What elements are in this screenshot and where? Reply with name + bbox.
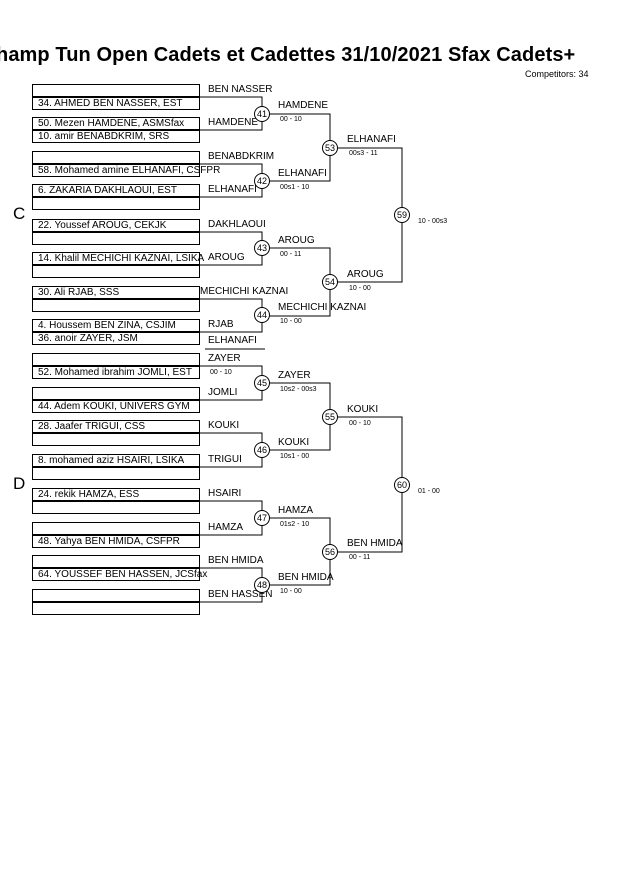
entry-cell: 22. Youssef AROUG, CEKJK — [32, 219, 200, 232]
page-title: hamp Tun Open Cadets et Cadettes 31/10/2… — [0, 44, 576, 66]
entry-cell — [32, 433, 200, 446]
r1-label: JOMLI — [208, 387, 238, 398]
r1-label: BENABDKRIM — [208, 151, 275, 162]
entry-cell — [32, 501, 200, 514]
match-42-circle: 42 — [254, 173, 270, 189]
r1-label: KOUKI — [208, 420, 240, 431]
match-55-circle: 55 — [322, 409, 338, 425]
r1-label: DAKHLAOUI — [208, 219, 266, 230]
entry-cell — [32, 151, 200, 164]
entry-cell: 8. mohamed aziz HSAIRI, LSIKA — [32, 454, 200, 467]
match-56-winner: BEN HMIDA — [347, 538, 403, 549]
match-45-circle: 45 — [254, 375, 270, 391]
entry-cell — [32, 232, 200, 245]
entry-cell: 14. Khalil MECHICHI KAZNAI, LSIKA — [32, 252, 204, 265]
r1-label: ELHANAFI — [208, 335, 257, 346]
entry-cell: 34. AHMED BEN NASSER, EST — [32, 97, 200, 110]
r1-label: HAMDENE — [208, 117, 259, 128]
r1-label: AROUG — [208, 252, 245, 263]
entry-cell — [32, 387, 200, 400]
r1-label: MECHICHI KAZNAI — [200, 286, 289, 297]
r1-score: 00 - 10 — [210, 369, 232, 376]
entry-cell — [32, 299, 200, 312]
match-46-winner: KOUKI — [278, 437, 310, 448]
match-46-circle: 46 — [254, 442, 270, 458]
entry-cell — [32, 522, 200, 535]
match-59-score: 10 - 00s3 — [418, 218, 448, 225]
entry-cell: 4. Houssem BEN ZINA, CSJIM — [32, 319, 200, 332]
match-47-circle: 47 — [254, 510, 270, 526]
match-54-circle: 54 — [322, 274, 338, 290]
r1-label: ZAYER — [208, 353, 241, 364]
entry-cell — [32, 555, 200, 568]
match-43-circle: 43 — [254, 240, 270, 256]
competitors-count: Competitors: 34 — [525, 69, 589, 79]
r1-label: HAMZA — [208, 522, 243, 533]
match-48-winner: BEN HMIDA — [278, 572, 334, 583]
match-42-winner: ELHANAFI — [278, 168, 327, 179]
pool-c-label: C — [13, 204, 26, 223]
entry-cell — [32, 84, 200, 97]
entry-cell: 44. Adem KOUKI, UNIVERS GYM — [32, 400, 200, 413]
pool-d-label: D — [13, 474, 26, 493]
match-48-circle: 48 — [254, 577, 270, 593]
match-43-score: 00 - 11 — [280, 251, 302, 258]
match-44-score: 10 - 00 — [280, 318, 302, 325]
match-54-score: 10 - 00 — [349, 285, 371, 292]
match-41-score: 00 - 10 — [280, 116, 302, 123]
match-45-winner: ZAYER — [278, 370, 311, 381]
entry-cell — [32, 602, 200, 615]
match-41-winner: HAMDENE — [278, 100, 329, 111]
match-47-winner: HAMZA — [278, 505, 313, 516]
match-60-circle: 60 — [394, 477, 410, 493]
match-56-score: 00 - 11 — [349, 554, 371, 561]
match-44-circle: 44 — [254, 307, 270, 323]
entry-cell: 36. anoir ZAYER, JSM — [32, 332, 200, 345]
entry-cell: 28. Jaafer TRIGUI, CSS — [32, 420, 200, 433]
entry-cell — [32, 353, 200, 366]
r1-label: BEN NASSER — [208, 84, 273, 95]
match-55-score: 00 - 10 — [349, 420, 371, 427]
match-43-winner: AROUG — [278, 235, 315, 246]
entry-cell: 64. YOUSSEF BEN HASSEN, JCSfax — [32, 568, 207, 581]
r1-label: HSAIRI — [208, 488, 242, 499]
match-53-circle: 53 — [322, 140, 338, 156]
match-59-circle: 59 — [394, 207, 410, 223]
r1-label: BEN HASSEN — [208, 589, 273, 600]
entry-cell: 50. Mezen HAMDENE, ASMSfax — [32, 117, 200, 130]
entry-cell: 24. rekik HAMZA, ESS — [32, 488, 200, 501]
match-46-score: 10s1 - 00 — [280, 453, 310, 460]
match-55-winner: KOUKI — [347, 404, 379, 415]
entry-cell: 10. amir BENABDKRIM, SRS — [32, 130, 200, 143]
match-41-circle: 41 — [254, 106, 270, 122]
match-60-score: 01 - 00 — [418, 488, 440, 495]
match-56-circle: 56 — [322, 544, 338, 560]
r1-label: ELHANAFI — [208, 184, 257, 195]
entry-cell: 30. Ali RJAB, SSS — [32, 286, 200, 299]
entry-cell: 6. ZAKARIA DAKHLAOUI, EST — [32, 184, 200, 197]
match-45-score: 10s2 - 00s3 — [280, 386, 317, 393]
entry-cell — [32, 265, 200, 278]
match-54-winner: AROUG — [347, 269, 384, 280]
entry-cell: 48. Yahya BEN HMIDA, CSFPR — [32, 535, 200, 548]
match-44-winner: MECHICHI KAZNAI — [278, 302, 367, 313]
match-47-score: 01s2 - 10 — [280, 521, 310, 528]
entry-cell — [32, 467, 200, 480]
entry-cell: 58. Mohamed amine ELHANAFI, CSFPR — [32, 164, 220, 177]
match-48-score: 10 - 00 — [280, 588, 302, 595]
entry-cell — [32, 589, 200, 602]
entry-cell: 52. Mohamed ibrahim JOMLI, EST — [32, 366, 200, 379]
r1-label: RJAB — [208, 319, 234, 330]
entry-cell — [32, 197, 200, 210]
r1-label: TRIGUI — [208, 454, 242, 465]
match-53-winner: ELHANAFI — [347, 134, 396, 145]
match-53-score: 00s3 - 11 — [349, 150, 378, 157]
match-42-score: 00s1 - 10 — [280, 184, 310, 191]
r1-label: BEN HMIDA — [208, 555, 264, 566]
